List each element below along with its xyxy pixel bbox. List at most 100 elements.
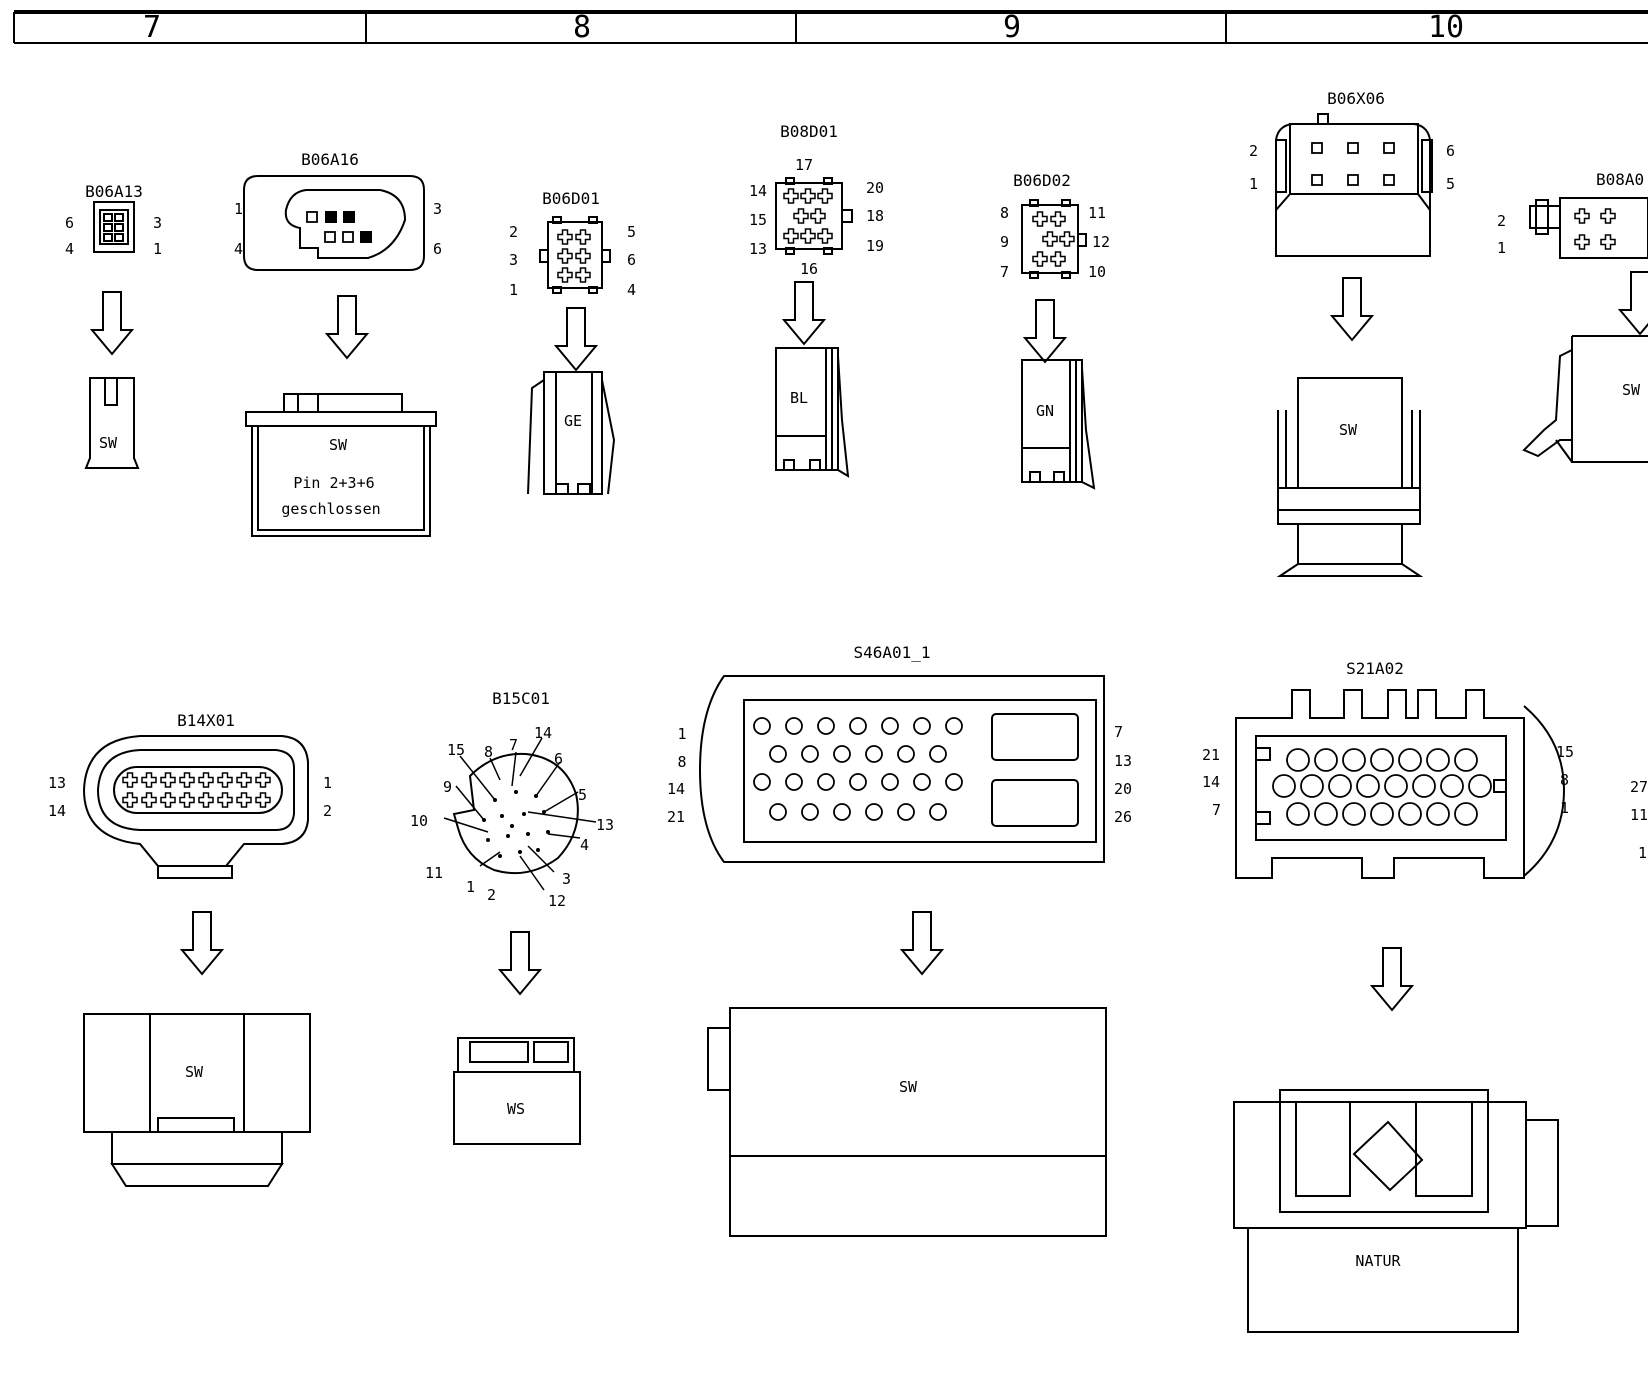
housing-color-label: GE xyxy=(564,412,582,430)
pin-label: 17 xyxy=(795,156,813,174)
pin-label: 16 xyxy=(800,260,818,278)
pin-label: 3 xyxy=(562,870,571,888)
pin-label: 1 xyxy=(1560,799,1569,817)
arrow-down-icon xyxy=(326,295,368,359)
pin-label: 8 xyxy=(1560,771,1569,789)
connector-b06a13: B06A13 6 4 3 1 SW xyxy=(65,182,162,469)
pin-label: 4 xyxy=(234,240,243,258)
pin-label: 6 xyxy=(65,214,74,232)
arrow-down-icon xyxy=(181,911,223,975)
column-number-7: 7 xyxy=(143,10,161,45)
pin-label: 14 xyxy=(667,780,685,798)
connector-face xyxy=(1235,689,1525,879)
housing-color-label: SW xyxy=(99,434,118,452)
pin-label: 1 xyxy=(1497,239,1506,257)
arrow-down-icon xyxy=(91,291,133,355)
connector-b14x01: B14X01 13 14 1 2 SW xyxy=(48,711,332,1187)
pin-label: 2 xyxy=(1249,142,1258,160)
pin-label: 7 xyxy=(509,736,518,754)
housing-color-label: SW xyxy=(1622,381,1641,399)
pin-label: 12 xyxy=(1092,233,1110,251)
connector-face xyxy=(452,752,579,875)
connector-code: B08A0 xyxy=(1596,170,1644,189)
housing-color-label: WS xyxy=(507,1100,525,1118)
pin-label: 5 xyxy=(1446,175,1455,193)
pin-label: 6 xyxy=(627,251,636,269)
connector-code: B15C01 xyxy=(492,689,550,708)
pin-label: 9 xyxy=(443,778,452,796)
arrow-down-icon xyxy=(1371,947,1413,1011)
pin-label: 4 xyxy=(65,240,74,258)
pin-label: 1 xyxy=(1249,175,1258,193)
connector-code: B06X06 xyxy=(1327,89,1385,108)
pin-label: 11 xyxy=(1630,806,1648,824)
connector-code: B06A16 xyxy=(301,150,359,169)
housing-color-label: SW xyxy=(329,436,348,454)
arrow-down-icon xyxy=(555,307,597,371)
column-number-8: 8 xyxy=(573,10,591,45)
pin-label: 7 xyxy=(1114,723,1123,741)
pin-label: 6 xyxy=(554,750,563,768)
pin-label: 1 xyxy=(466,878,475,896)
connector-housing: SW xyxy=(1276,377,1424,577)
pin-label: 19 xyxy=(866,237,884,255)
pin-label: 1 xyxy=(677,725,686,743)
connector-housing: SW xyxy=(1522,335,1648,463)
connector-code: B06A13 xyxy=(85,182,143,201)
pin-label: 12 xyxy=(548,892,566,910)
connector-code: B14X01 xyxy=(177,711,235,730)
pin-grid xyxy=(122,772,271,808)
pin-label: 13 xyxy=(749,240,767,258)
connector-b06d02: B06D02 8 9 7 11 12 10 GN xyxy=(1000,171,1110,490)
connector-housing: GE xyxy=(527,371,616,495)
connector-face xyxy=(93,201,135,253)
connector-b06d01: B06D01 2 3 1 5 6 4 GE xyxy=(509,189,636,495)
pin-label: 20 xyxy=(866,179,884,197)
pin-label: 20 xyxy=(1114,780,1132,798)
connector-b15c01: B15C01 15 8 7 14 6 9 5 1 xyxy=(410,689,614,1145)
pin-label: 3 xyxy=(153,214,162,232)
connector-b08a0: B08A0 2 1 SW xyxy=(1497,170,1648,463)
connector-housing: SW xyxy=(84,377,140,469)
pin-label: 14 xyxy=(749,182,767,200)
pin-label: 5 xyxy=(627,223,636,241)
pin-label: 8 xyxy=(1000,204,1009,222)
connector-face xyxy=(547,221,603,289)
pin-label: 27 xyxy=(1630,778,1648,796)
pin-label: 13 xyxy=(1114,752,1132,770)
housing-color-label: SW xyxy=(185,1063,204,1081)
pin-label: 8 xyxy=(677,753,686,771)
arrow-down-icon xyxy=(499,931,541,995)
column-number-10: 10 xyxy=(1428,10,1464,45)
connector-code: B08D01 xyxy=(780,122,838,141)
pin-label: 2 xyxy=(323,802,332,820)
pin-grid xyxy=(753,717,963,821)
housing-color-label: BL xyxy=(790,389,808,407)
pin-label: 13 xyxy=(48,774,66,792)
pin-label: 10 xyxy=(1088,263,1106,281)
pin-label: 14 xyxy=(48,802,66,820)
housing-color-label: SW xyxy=(1339,421,1358,439)
connector-housing: BL xyxy=(775,347,850,478)
connector-housing: WS xyxy=(453,1037,581,1145)
pin-label: 7 xyxy=(1212,801,1221,819)
arrow-down-icon xyxy=(1024,299,1066,363)
pin-dots xyxy=(482,790,550,858)
pin-label: 21 xyxy=(667,808,685,826)
pin-label: 1 xyxy=(234,200,243,218)
connector-face xyxy=(243,175,425,271)
pin-label: 2 xyxy=(1497,212,1506,230)
pin-label: 3 xyxy=(509,251,518,269)
column-header: 7 8 9 10 xyxy=(13,10,1648,45)
housing-note-line1: Pin 2+3+6 xyxy=(293,474,374,492)
pin-label: 5 xyxy=(578,786,587,804)
pin-label: 2 xyxy=(509,223,518,241)
arrow-down-icon xyxy=(1331,277,1373,341)
arrow-down-icon xyxy=(783,281,825,345)
connector-s46a01: S46A01_1 1 8 14 21 7 13 20 26 SW xyxy=(667,643,1132,1237)
pin-label: 10 xyxy=(410,812,428,830)
connector-housing: SW xyxy=(83,1013,311,1187)
pin-label: 11 xyxy=(425,864,443,882)
housing-color-label: GN xyxy=(1036,402,1054,420)
